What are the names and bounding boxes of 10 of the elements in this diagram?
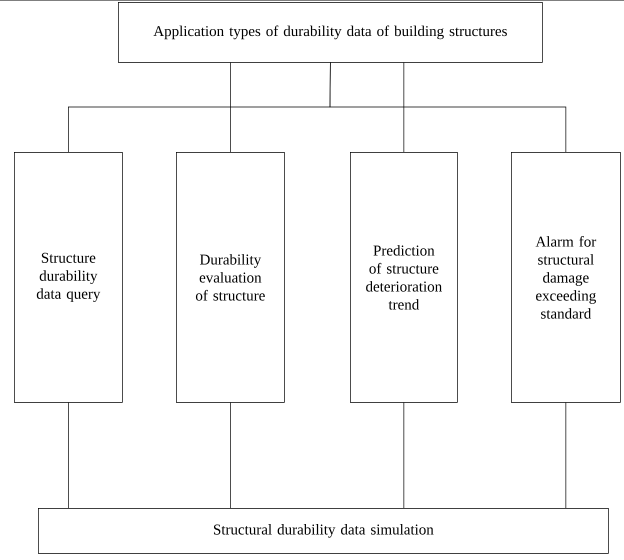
title-box: Application types of durability data of building structures xyxy=(118,2,543,63)
connector-line xyxy=(68,402,69,508)
connector-line xyxy=(230,62,231,152)
process-box: Alarm for structural damage exceeding standard xyxy=(511,152,621,403)
process-box: Prediction of structure deterioration trend xyxy=(350,152,458,403)
connector-line xyxy=(330,62,566,152)
connector-line xyxy=(230,402,231,508)
process-box: Structure durability data query xyxy=(14,152,123,403)
process-box: Durability evaluation of structure xyxy=(176,152,285,403)
base-box: Structural durability data simulation xyxy=(38,508,609,554)
